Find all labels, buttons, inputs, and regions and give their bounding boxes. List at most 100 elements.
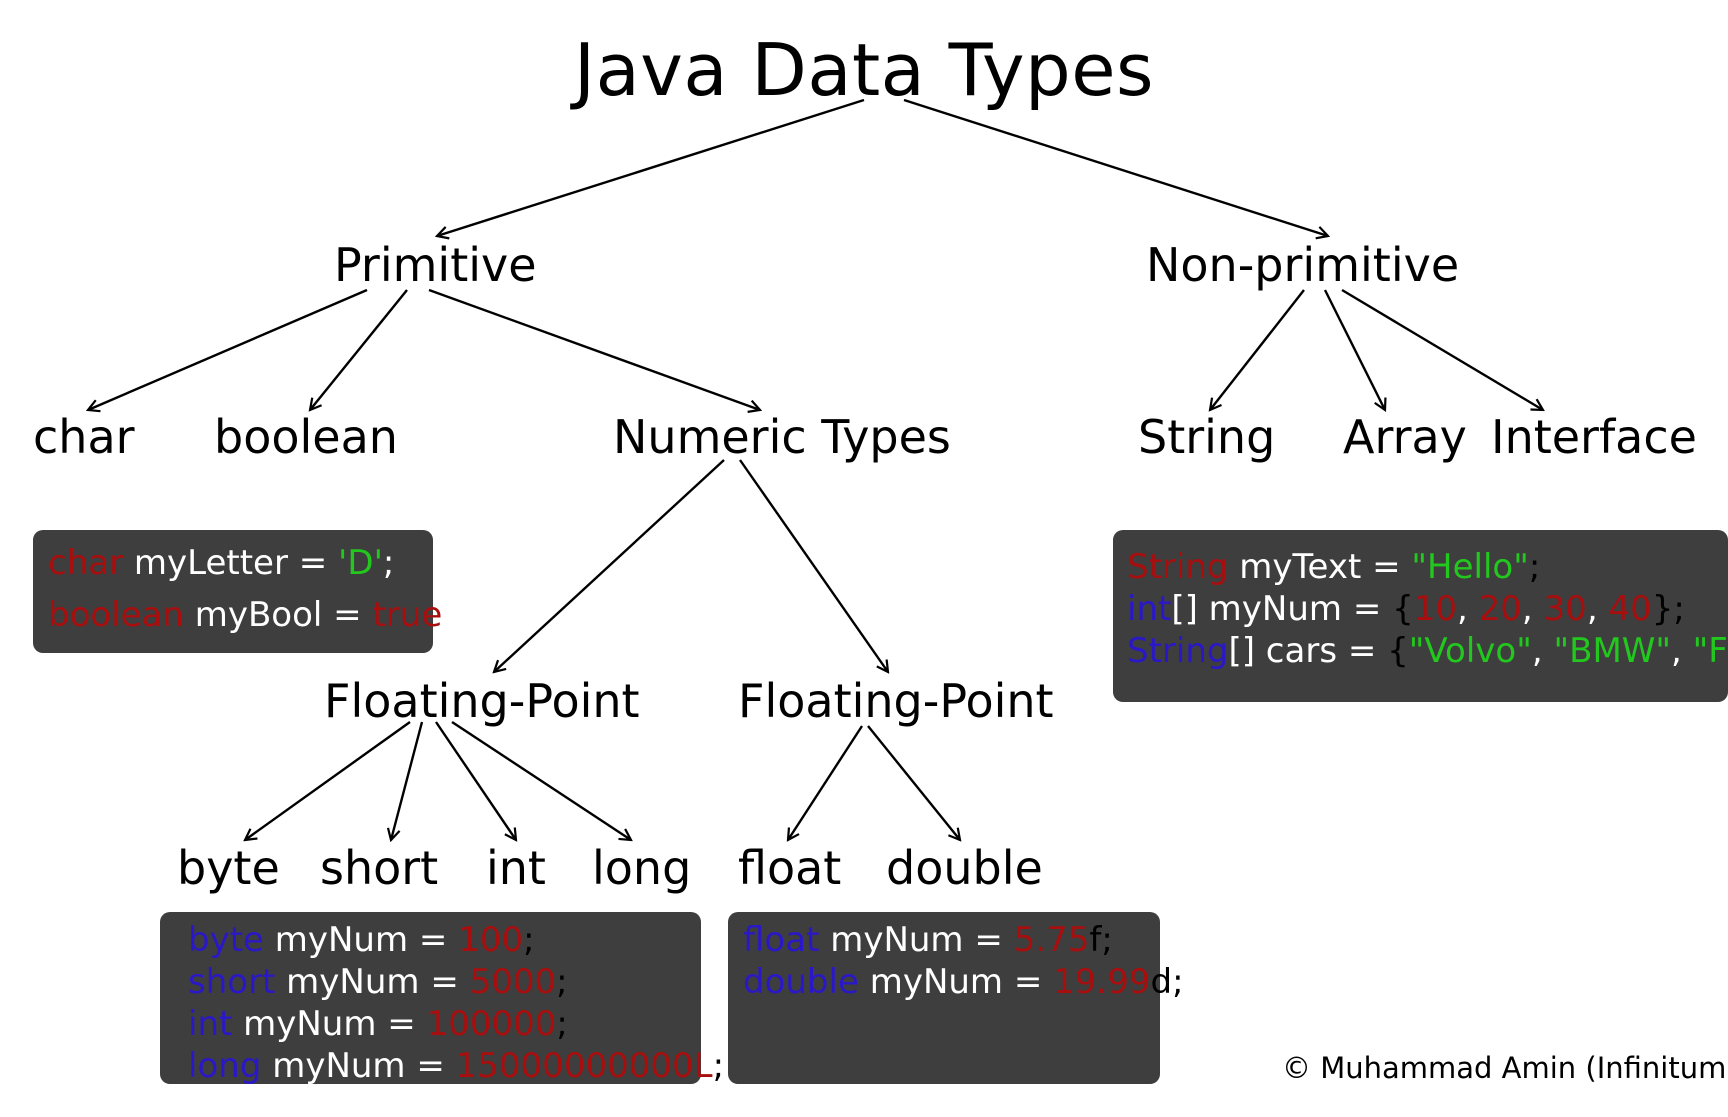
code-token: "Hello": [1411, 547, 1529, 587]
code-token: ,: [1521, 589, 1544, 629]
node-floating-point-left: Floating-Point: [324, 674, 640, 728]
code-token: ;: [1528, 547, 1541, 587]
code-token: ,: [1457, 589, 1479, 629]
code-token: ;: [523, 920, 535, 960]
code-token: 100000: [426, 1004, 557, 1044]
code-token: long: [188, 1046, 262, 1086]
code-token: "Ford": [1692, 631, 1728, 671]
node-floating-point-right: Floating-Point: [738, 674, 1054, 728]
code-token: 5.75: [1013, 920, 1090, 960]
node-double: double: [886, 841, 1043, 895]
code-token: myNum =: [858, 962, 1054, 1002]
code-token: 15000000000L: [455, 1046, 713, 1086]
edge-nonprimitive-interface: [1341, 288, 1543, 410]
node-int: int: [486, 841, 546, 895]
node-long: long: [592, 841, 692, 895]
code-token: ,: [1531, 631, 1554, 671]
code-token: 10: [1413, 589, 1458, 629]
code-line: boolean myBool = true;: [48, 598, 454, 632]
code-token: 30: [1543, 589, 1587, 629]
code-token: {: [1392, 589, 1414, 629]
code-token: int: [188, 1004, 233, 1044]
code-token: "Volvo": [1408, 631, 1532, 671]
code-token: 100: [458, 920, 524, 960]
code-token: {: [1387, 631, 1409, 671]
code-token: f;: [1089, 920, 1113, 960]
code-token: myLetter =: [123, 543, 339, 583]
edge-fp-double: [867, 725, 960, 840]
code-line: String[] cars = {"Volvo", "BMW", "Ford"}: [1127, 634, 1728, 668]
code-line: int myNum = 100000;: [188, 1007, 568, 1041]
credit-text: © Muhammad Amin (Infinitum): [1282, 1051, 1728, 1085]
code-token: myNum =: [261, 1046, 456, 1086]
node-string: String: [1138, 410, 1276, 464]
code-token: 19.99: [1053, 962, 1151, 1002]
code-line: int[] myNum = {10, 20, 30, 40};: [1127, 592, 1685, 626]
code-token: double: [743, 962, 859, 1002]
code-token: [] cars =: [1228, 631, 1388, 671]
code-token: "BMW": [1553, 631, 1672, 671]
edge-fp-long: [451, 720, 631, 840]
code-token: char: [48, 543, 124, 583]
code-line: char myLetter = 'D';: [48, 546, 394, 580]
code-token: myNum =: [232, 1004, 427, 1044]
code-line: String myText = "Hello";: [1127, 550, 1540, 584]
code-token: true: [372, 595, 443, 635]
code-token: int: [1127, 589, 1172, 629]
code-line: byte myNum = 100;: [188, 923, 535, 957]
code-token: 20: [1478, 589, 1522, 629]
node-primitive: Primitive: [334, 238, 537, 292]
code-token: String: [1127, 631, 1229, 671]
code-box-char-boolean: char myLetter = 'D'; boolean myBool = tru…: [33, 530, 454, 653]
node-byte: byte: [177, 841, 280, 895]
diagram-title: Java Data Types: [573, 28, 1155, 112]
node-boolean: boolean: [214, 410, 398, 464]
code-token: ,: [1671, 631, 1693, 671]
edge-primitive-numeric: [428, 288, 760, 410]
code-token: boolean: [48, 595, 184, 635]
code-token: d;: [1150, 962, 1184, 1002]
code-token: short: [188, 962, 276, 1002]
edge-fp-float: [788, 725, 864, 840]
code-token: ;: [556, 962, 568, 1002]
edge-nonprimitive-array: [1323, 289, 1385, 410]
edge-numeric-fp-left: [494, 459, 725, 672]
code-token: ;: [712, 1046, 725, 1086]
edge-title-primitive: [437, 98, 865, 236]
code-token: String: [1127, 547, 1229, 587]
code-token: ,: [1586, 589, 1609, 629]
node-float: float: [738, 841, 842, 895]
code-token: 40: [1608, 589, 1652, 629]
edge-primitive-char: [88, 288, 368, 410]
code-line: double myNum = 19.99d;: [743, 965, 1184, 999]
code-token: myText =: [1228, 547, 1412, 587]
node-non-primitive: Non-primitive: [1146, 238, 1460, 292]
edge-fp-byte: [245, 721, 411, 840]
code-token: };: [1651, 589, 1685, 629]
code-box-integers: byte myNum = 100;short myNum = 5000;int …: [160, 912, 724, 1084]
code-token: byte: [188, 920, 264, 960]
node-array: Array: [1343, 410, 1467, 464]
edge-primitive-boolean: [310, 289, 408, 410]
edge-fp-int: [435, 721, 516, 840]
code-token: ;: [382, 543, 395, 583]
node-interface: Interface: [1491, 410, 1697, 464]
node-char: char: [33, 410, 135, 464]
code-box-non-primitive: String myText = "Hello"; int[] myNum = {1…: [1113, 530, 1728, 702]
edge-fp-short: [391, 721, 424, 840]
code-line: long myNum = 15000000000L;: [188, 1049, 724, 1083]
node-short: short: [320, 841, 439, 895]
code-token: float: [743, 920, 820, 960]
code-box-floats: float myNum = 5.75f; double myNum = 19.99…: [728, 912, 1184, 1084]
node-numeric-types: Numeric Types: [613, 410, 951, 464]
edge-numeric-fp-right: [739, 459, 888, 672]
code-token: 'D': [338, 543, 383, 583]
code-token: myNum =: [275, 962, 470, 1002]
code-line: float myNum = 5.75f;: [743, 923, 1113, 957]
code-token: myBool =: [183, 595, 373, 635]
code-line: short myNum = 5000;: [188, 965, 568, 999]
code-token: [] myNum =: [1171, 589, 1393, 629]
code-token: 5000: [469, 962, 557, 1002]
code-token: myNum =: [263, 920, 459, 960]
